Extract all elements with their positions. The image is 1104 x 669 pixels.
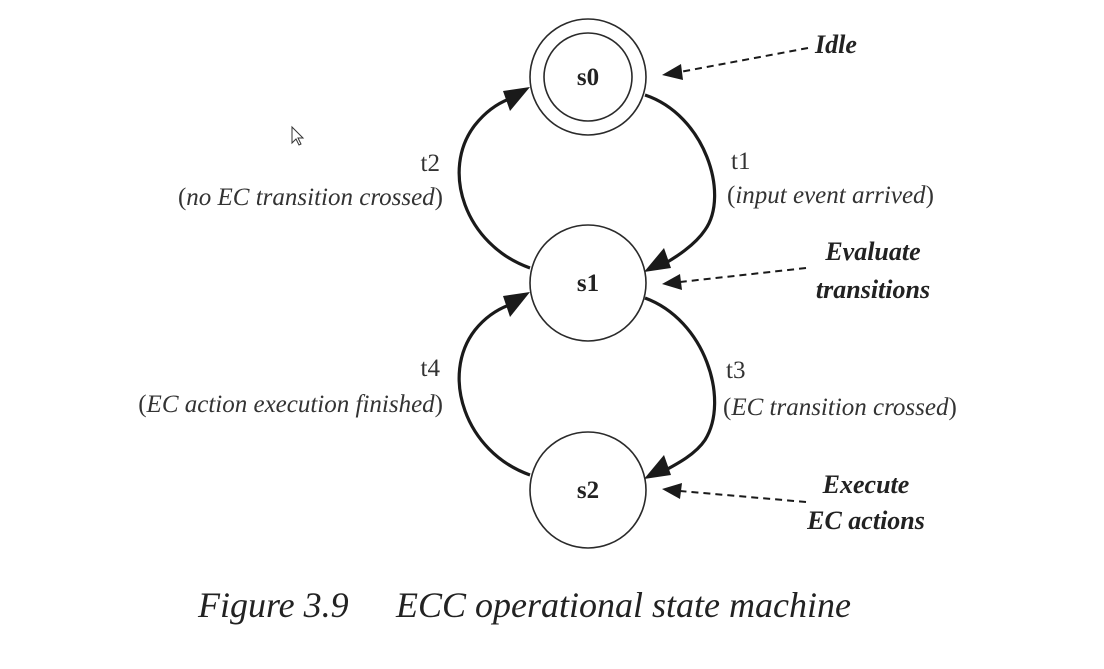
state-s2: s2	[529, 431, 647, 549]
state-s1-label: s1	[577, 270, 599, 297]
transition-name-t2: t2	[421, 150, 440, 177]
caption-number: Figure 3.9	[197, 585, 349, 625]
annotation-arrowhead-evaluate	[662, 274, 682, 290]
edge-t4	[457, 302, 531, 477]
transition-condition-t3: (EC transition crossed)	[723, 394, 957, 421]
transition-label-t4: t4 (EC action execution finished)	[138, 355, 443, 418]
transition-condition-t2: (no EC transition crossed)	[178, 184, 443, 211]
annotation-arrowhead-execute	[662, 483, 682, 499]
state-s2-label: s2	[577, 477, 599, 504]
figure-caption: Figure 3.9 ECC operational state machine	[197, 585, 851, 625]
caption-title: ECC operational state machine	[395, 585, 851, 625]
transition-name-t3: t3	[726, 357, 745, 384]
transition-condition-t4: (EC action execution finished)	[138, 391, 443, 418]
annotation-idle: Idle	[814, 30, 857, 59]
transition-label-t2: t2 (no EC transition crossed)	[178, 150, 443, 211]
arrowhead-t1	[644, 248, 671, 272]
state-s0: s0	[529, 18, 647, 136]
annotation-arrow-execute	[679, 490, 807, 503]
transition-name-t4: t4	[421, 355, 441, 382]
state-s0-label: s0	[577, 64, 599, 91]
arrowhead-t4	[503, 292, 530, 317]
annotation-execute-line2: EC actions	[806, 506, 925, 535]
edge-t2	[457, 96, 531, 270]
edge-t3	[644, 296, 717, 474]
annotation-execute-line1: Execute	[822, 470, 910, 499]
transition-name-t1: t1	[731, 148, 750, 175]
annotation-arrow-idle	[679, 47, 809, 73]
annotation-arrowhead-idle	[662, 64, 683, 80]
annotation-arrow-evaluate	[679, 267, 807, 283]
arrowhead-t3	[644, 455, 671, 479]
transition-condition-t1: (input event arrived)	[727, 182, 934, 209]
mouse-pointer-icon	[291, 125, 305, 146]
state-s1: s1	[529, 224, 647, 342]
edge-t1	[644, 93, 717, 267]
transition-label-t1: t1 (input event arrived)	[727, 148, 934, 209]
transition-label-t3: t3 (EC transition crossed)	[723, 357, 957, 421]
annotation-evaluate-line1: Evaluate	[824, 237, 920, 266]
annotation-evaluate-line2: transitions	[816, 275, 930, 304]
arrowhead-t2	[503, 87, 530, 111]
